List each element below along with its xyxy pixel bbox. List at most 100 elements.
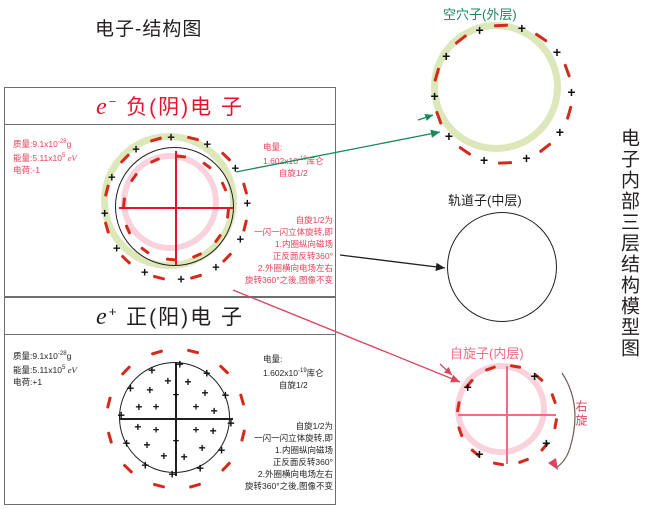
- dash-segment: [239, 393, 246, 407]
- note-line: 1.内圈纵向磁场: [274, 445, 333, 455]
- mass-line: 质量:9.1x10-28g: [13, 350, 72, 361]
- dash-segment: [152, 274, 165, 281]
- plus-marker: +: [227, 415, 235, 431]
- dash-segment: [188, 482, 202, 489]
- charge-line: 电荷:+1: [13, 376, 43, 387]
- dash-segment: [241, 182, 248, 195]
- note-line: 旋转360°之後,图像不变: [245, 481, 333, 491]
- plus-marker: +: [164, 373, 172, 388]
- plus-marker: +: [555, 124, 564, 141]
- axis-horizontal: [119, 207, 233, 209]
- dash-segment: [189, 273, 202, 280]
- label-outer-shell: 空穴子(外层): [443, 7, 517, 22]
- electron-three-layer-diagram-positive: ++++++++++++++++++++++++++++++: [103, 346, 249, 492]
- panel-header-positive: e+ 正(阳)电 子: [5, 298, 335, 335]
- panel-header-negative: e− 负(阴)电 子: [5, 88, 335, 125]
- energy-line: 能量:5.11x105 eV: [13, 152, 77, 163]
- plus-marker: +: [134, 420, 142, 435]
- panel-title-positive: e+ 正(阳)电 子: [96, 304, 244, 330]
- plus-marker: +: [122, 435, 131, 451]
- dash-segment: [538, 142, 552, 154]
- properties-positive: 质量:9.1x10-28g 能量:5.11x105 eV 电荷:+1: [13, 348, 77, 388]
- middle-shell-circle: [115, 147, 235, 267]
- plus-marker: +: [146, 383, 154, 398]
- plus-marker: +: [209, 424, 217, 439]
- charge-title: 电量:: [263, 354, 283, 364]
- plus-marker: +: [567, 83, 576, 100]
- dash-segment: [239, 429, 246, 442]
- plus-marker: +: [444, 128, 454, 145]
- plus-marker: +: [203, 136, 212, 152]
- plus-marker: +: [143, 438, 151, 453]
- plus-marker: +: [243, 195, 252, 211]
- spin-note-negative: 自旋1/2为 一闪一闪立体旋转,即 1.内圈纵向磁场 正反面反转360° 2.外…: [175, 214, 333, 286]
- middle-shell-circle: [447, 212, 557, 322]
- dash-segment: [549, 392, 557, 404]
- plus-marker: +: [141, 457, 150, 473]
- plus-marker: +: [117, 407, 125, 423]
- arrow-to-middle-shell: [339, 254, 446, 272]
- charge-block-positive: 电量: 1.602x10-19库仑 自旋1/2: [263, 353, 324, 391]
- plus-marker: +: [132, 141, 140, 157]
- plus-marker: +: [480, 151, 489, 168]
- dash-segment: [122, 463, 134, 474]
- plus-marker: +: [430, 88, 439, 105]
- panel-positive-electron: e+ 正(阳)电 子 质量:9.1x10-28g 能量:5.11x105 eV …: [4, 297, 336, 505]
- spin-value: 自旋1/2: [278, 379, 308, 390]
- energy-line: 能量:5.11x105 eV: [13, 364, 77, 375]
- dash-segment: [242, 219, 249, 232]
- plus-marker: +: [442, 47, 451, 64]
- plus-marker: +: [176, 356, 184, 372]
- dash-segment: [552, 417, 558, 430]
- dash-segment: [492, 460, 505, 466]
- plus-marker: +: [152, 424, 160, 436]
- note-line: 一闪一闪立体旋转,即: [254, 227, 333, 237]
- note-line: 自旋1/2为: [295, 421, 333, 431]
- plus-marker: +: [217, 442, 226, 458]
- inner-ring-direction-arrow-top: [439, 363, 453, 376]
- charge-value: 1.602x10-19库仑: [263, 367, 324, 378]
- dash-segment: [498, 160, 513, 165]
- rotation-direction-label: 右旋: [574, 400, 588, 428]
- dash-segment: [153, 482, 166, 489]
- plus-marker: +: [148, 362, 156, 378]
- plus-marker: +: [210, 403, 218, 418]
- plus-marker: +: [517, 20, 526, 37]
- plus-marker: +: [202, 365, 211, 381]
- dash-segment: [218, 364, 230, 375]
- plus-marker: +: [192, 401, 200, 413]
- vertical-main-title: 电子内部三层结构模型图: [618, 128, 639, 359]
- note-line: 自旋1/2为: [295, 215, 333, 225]
- plus-marker: +: [522, 150, 531, 167]
- dash-segment: [186, 349, 199, 356]
- properties-negative: 质量:9.1x10-28g 能量:5.11x105 eV 电荷:-1: [13, 136, 77, 176]
- panel-title-negative: e− 负(阴)电 子: [96, 94, 244, 120]
- dash-segment: [176, 154, 187, 159]
- dash-segment: [565, 105, 573, 121]
- note-line: 2.外圈横向电场左右: [257, 263, 333, 273]
- charge-title: 电量:: [263, 142, 283, 152]
- plus-marker: +: [231, 160, 240, 176]
- plus-marker: +: [201, 385, 209, 400]
- panel-negative-electron: e− 负(阴)电 子 质量:9.1x10-28g 能量:5.11x105 eV …: [4, 87, 336, 297]
- charge-value: 1.602x10-19库仑: [263, 155, 324, 166]
- plus-marker: +: [463, 379, 472, 396]
- plus-marker: +: [184, 374, 192, 389]
- label-middle-shell: 轨道子(中层): [448, 193, 522, 208]
- spin-value: 自旋1/2: [278, 167, 308, 178]
- page-title: 电子-结构图: [95, 19, 203, 40]
- plus-marker: +: [112, 240, 121, 256]
- note-line: 正反面反转360°: [272, 457, 333, 467]
- plus-marker: +: [475, 21, 484, 38]
- charge-line: 电荷:-1: [13, 164, 40, 175]
- inner-shell-diagram: ++++: [455, 363, 559, 467]
- note-line: 正反面反转360°: [272, 251, 333, 261]
- dash-segment: [106, 431, 113, 445]
- plus-marker: +: [167, 129, 175, 145]
- dash-segment: [222, 252, 233, 264]
- note-line: 旋转360°之後,图像不变: [245, 275, 333, 285]
- plus-marker: +: [126, 380, 135, 396]
- dash-segment: [220, 461, 231, 473]
- plus-marker: +: [100, 205, 109, 221]
